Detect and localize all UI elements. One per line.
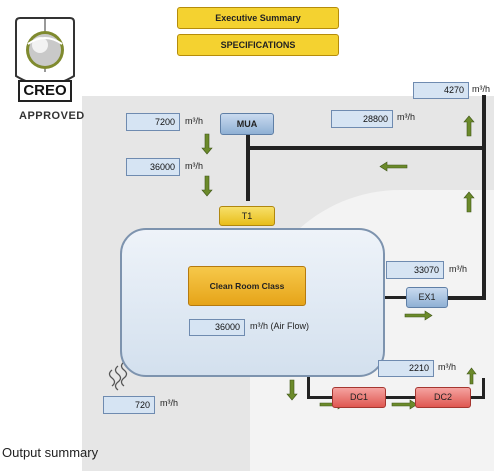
pipe-dc-line (307, 396, 484, 399)
leakage-unit: m³/h (160, 398, 178, 408)
specifications-button[interactable]: SPECIFICATIONS (177, 34, 339, 56)
air-flow-unit: m³/h (Air Flow) (250, 321, 309, 331)
pipe-room-dc (307, 377, 310, 397)
dc-unit: m³/h (438, 362, 456, 372)
leakage-waves-icon (108, 361, 128, 391)
ex1-unit: m³/h (449, 264, 467, 274)
executive-summary-button[interactable]: Executive Summary (177, 7, 339, 29)
pipe-ex1-right (446, 296, 486, 300)
arrow-up-exhaust-2 (463, 191, 475, 213)
t1-node[interactable]: T1 (219, 206, 275, 226)
clean-room-class-button[interactable]: Clean Room Class (188, 266, 306, 306)
arrow-down-2 (201, 175, 213, 197)
ex1-value: 33070 (386, 261, 444, 279)
pipe-dc-up (482, 378, 485, 399)
mua-input-unit: m³/h (185, 116, 203, 126)
leakage-value: 720 (103, 396, 155, 414)
exhaust-value: 4270 (413, 82, 469, 99)
creo-logo-icon (15, 17, 75, 86)
supply-value: 36000 (126, 158, 180, 176)
arrow-left-return (379, 161, 408, 172)
dc1-node[interactable]: DC1 (332, 387, 386, 408)
dc2-node[interactable]: DC2 (415, 387, 471, 408)
arrow-up-exhaust-1 (463, 115, 475, 137)
pipe-room-ex1 (385, 296, 409, 299)
approved-label: APPROVED (19, 110, 85, 122)
dc-value: 2210 (378, 360, 434, 377)
arrow-down-1 (201, 133, 213, 155)
return-value: 28800 (331, 110, 393, 128)
ex1-node[interactable]: EX1 (406, 287, 448, 308)
pipe-exhaust-vertical (482, 95, 486, 299)
output-summary-caption: Output summary (2, 445, 99, 460)
pipe-return-top (246, 146, 485, 150)
pipe-mua-vertical (246, 131, 250, 201)
supply-unit: m³/h (185, 161, 203, 171)
return-unit: m³/h (397, 112, 415, 122)
arrow-up-dc (466, 367, 477, 385)
creo-brand: CREO (18, 80, 72, 102)
exhaust-unit: m³/h (472, 84, 490, 94)
arrow-right-ex1 (404, 310, 433, 321)
mua-node[interactable]: MUA (220, 113, 274, 135)
arrow-down-dc (286, 379, 298, 401)
air-flow-value: 36000 (189, 319, 245, 336)
arrow-right-dc2 (391, 399, 418, 410)
mua-input-value: 7200 (126, 113, 180, 131)
